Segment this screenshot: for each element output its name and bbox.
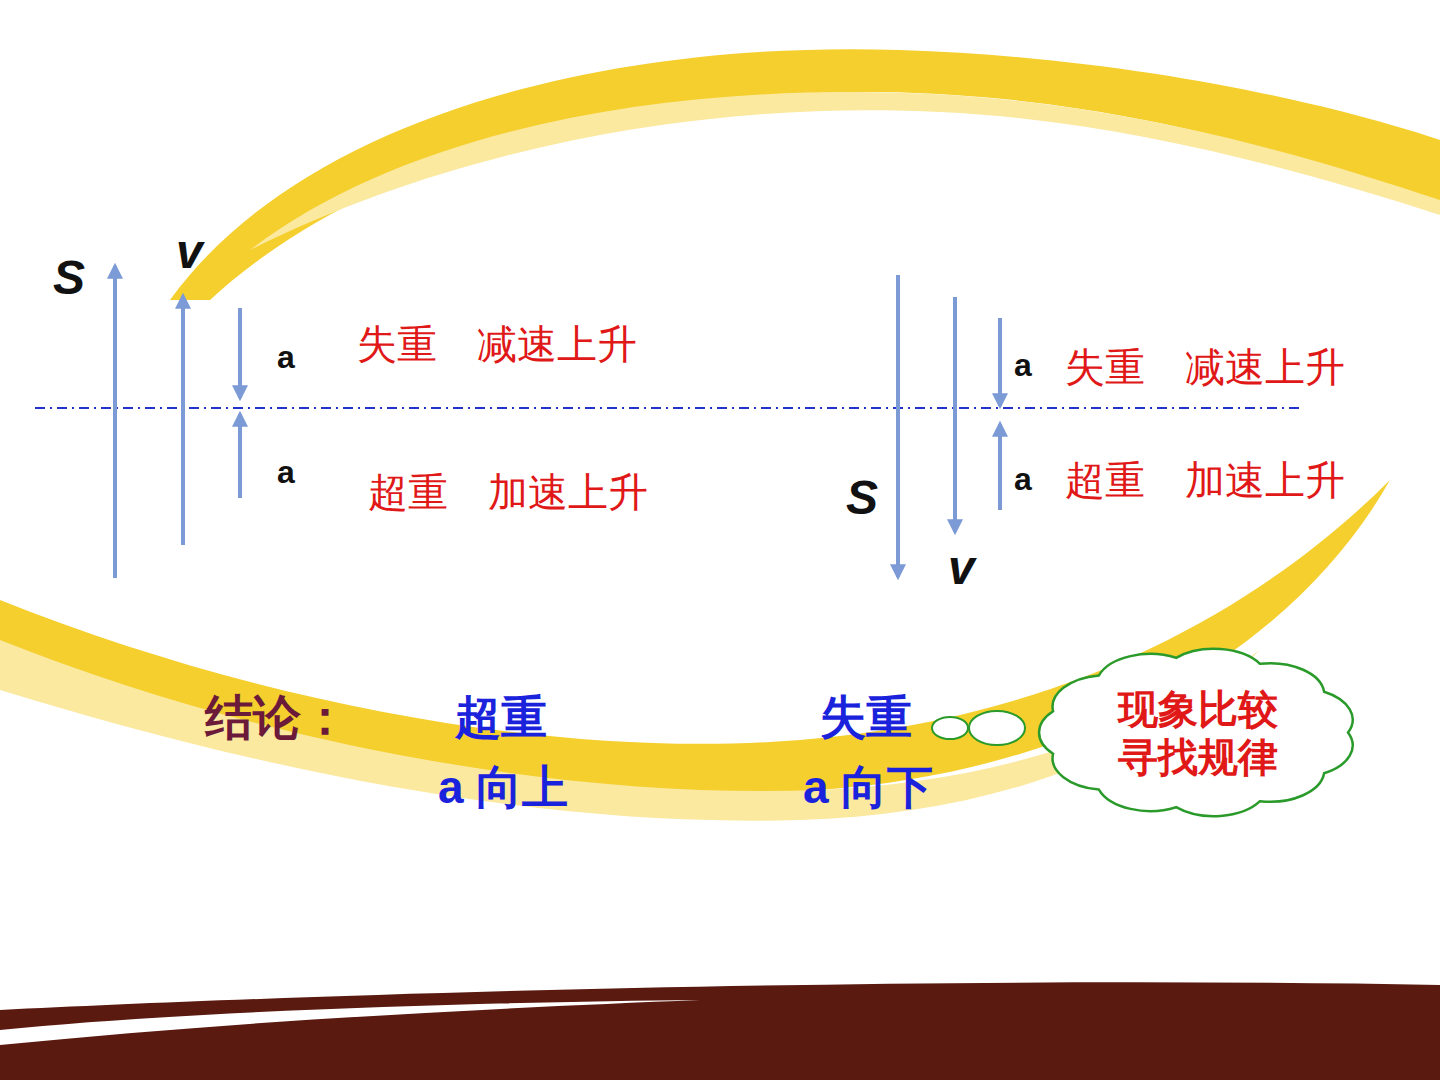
velocity-symbol: v	[948, 542, 975, 595]
displacement-symbol: S	[846, 472, 878, 525]
conclusion-text: a 向上	[438, 762, 568, 813]
band-wave	[0, 1000, 700, 1045]
displacement-arrow	[113, 266, 117, 578]
yellow-swoosh-light	[250, 92, 1440, 250]
acceleration-symbol: a	[277, 340, 295, 375]
conclusion-text: 超重	[455, 692, 547, 743]
cloud-shape	[1039, 649, 1353, 816]
conclusion-text: 失重	[820, 692, 912, 743]
acceleration-symbol: a	[1014, 462, 1032, 497]
acceleration-arrow	[238, 414, 242, 498]
bottom-band	[0, 982, 1440, 1080]
thought-bubble	[932, 717, 968, 739]
acceleration-symbol: a	[277, 455, 295, 490]
displacement-arrow	[896, 275, 900, 577]
acceleration-arrow	[238, 308, 242, 398]
yellow-swoosh	[170, 49, 1440, 300]
acceleration-symbol: a	[1014, 348, 1032, 383]
acceleration-arrow	[998, 424, 1002, 510]
state-note: 失重 减速上升	[1065, 345, 1365, 389]
thought-bubble	[969, 711, 1025, 745]
state-note: 超重 加速上升	[368, 470, 668, 514]
velocity-arrow	[181, 296, 185, 545]
conclusion-heading: 结论：	[205, 692, 349, 745]
state-note: 超重 加速上升	[1065, 458, 1365, 502]
cloud-text: 现象比较 寻找规律	[1113, 685, 1283, 781]
conclusion-text: a 向下	[803, 762, 933, 813]
thought-cloud: 现象比较 寻找规律	[1025, 635, 1370, 830]
state-note: 失重 减速上升	[357, 322, 657, 366]
displacement-symbol: S	[53, 252, 85, 305]
velocity-arrow	[953, 297, 957, 532]
cloud-outline	[1025, 635, 1370, 830]
velocity-symbol: v	[176, 226, 203, 279]
acceleration-arrow	[998, 318, 1002, 406]
reference-line	[35, 407, 1300, 409]
